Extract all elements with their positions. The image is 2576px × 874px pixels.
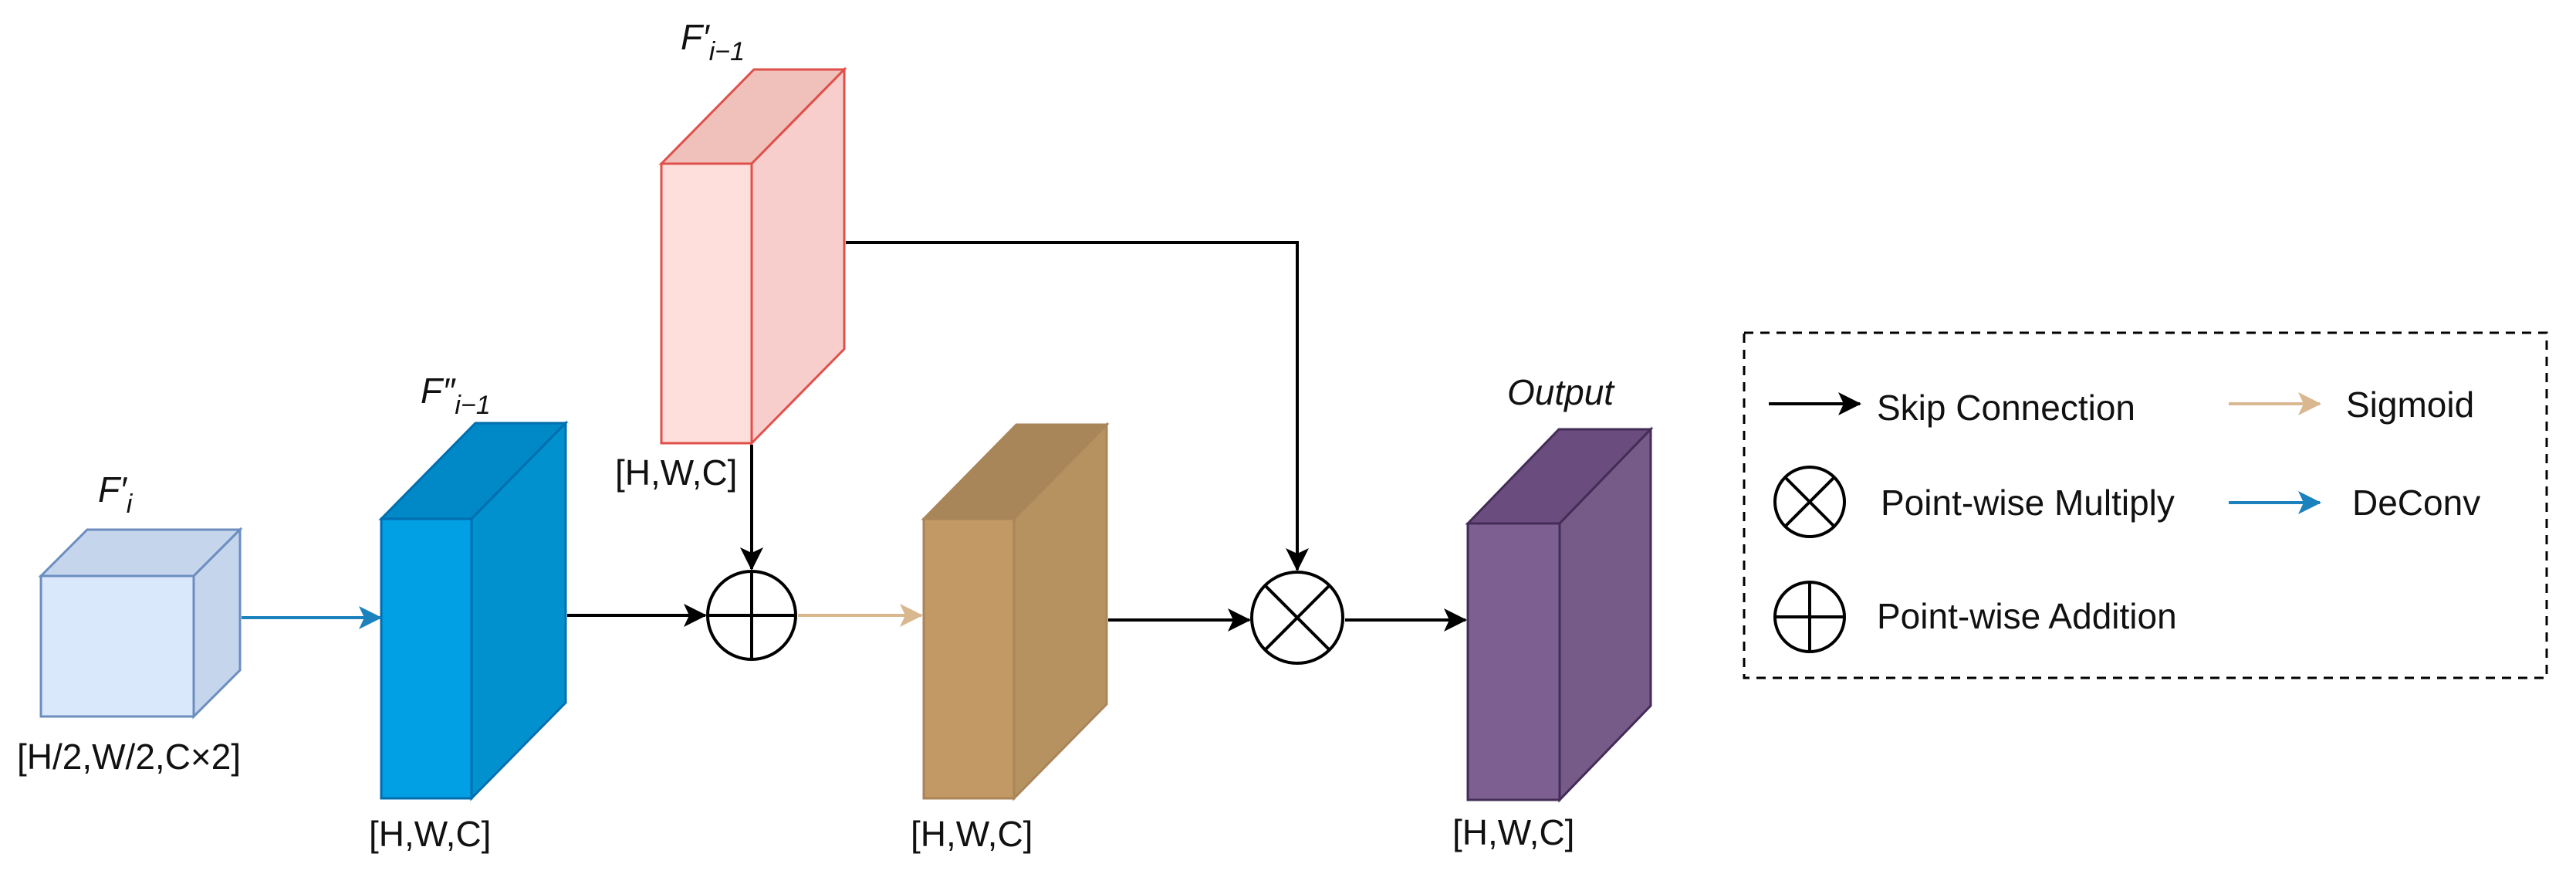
- label-f-double-prime-main: F″: [421, 371, 456, 411]
- label-output: Output: [1507, 372, 1615, 412]
- dims-sigmoid-output: [H,W,C]: [911, 814, 1033, 854]
- legend-multiply-icon: [1773, 466, 1846, 538]
- label-f-prime-prev: F′i−1: [681, 17, 745, 66]
- block-f-prime-prev-front: [660, 162, 753, 445]
- legend-multiply-label: Point-wise Multiply: [1881, 483, 2175, 523]
- dims-f-double-prime: [H,W,C]: [369, 814, 491, 854]
- label-f-double-prime: F″i−1: [421, 371, 491, 420]
- block-output-front: [1466, 522, 1561, 801]
- block-f-prime-i-front: [39, 574, 195, 718]
- pointwise-multiply-node: [1250, 571, 1344, 665]
- label-f-prime-i-main: F′: [98, 469, 127, 510]
- legend: Skip Connection Sigmoid Point-wise Multi…: [1743, 331, 2548, 679]
- label-f-prime-prev-sub: i−1: [709, 37, 745, 66]
- legend-addition-label: Point-wise Addition: [1877, 596, 2177, 636]
- legend-skip-label: Skip Connection: [1877, 388, 2135, 428]
- block-sigmoid-output-front: [922, 517, 1016, 800]
- block-f-prime-prev: [658, 66, 847, 446]
- block-sigmoid-output: [921, 422, 1110, 801]
- label-f-double-prime-sub: i−1: [455, 391, 490, 420]
- block-f-double-prime-front: [380, 517, 473, 800]
- multiply-line-b: [1263, 584, 1331, 652]
- legend-box: [1743, 331, 2548, 679]
- pointwise-addition-node: [706, 570, 797, 661]
- legend-deconv-label: DeConv: [2352, 483, 2480, 523]
- label-f-prime-i-sub: i: [127, 490, 134, 519]
- label-f-prime-i: F′i: [98, 469, 134, 519]
- legend-addition-icon: [1773, 581, 1846, 653]
- block-output: [1465, 426, 1654, 803]
- dims-f-prime-prev: [H,W,C]: [615, 452, 737, 493]
- label-f-prime-prev-main: F′: [681, 17, 710, 57]
- block-f-prime-i: [38, 527, 243, 720]
- block-f-double-prime: [378, 420, 569, 801]
- dims-f-prime-i: [H/2,W/2,C×2]: [17, 737, 241, 777]
- dims-output: [H,W,C]: [1452, 812, 1574, 852]
- legend-sigmoid-label: Sigmoid: [2346, 384, 2474, 425]
- arrow-skip-connection: [846, 241, 1309, 571]
